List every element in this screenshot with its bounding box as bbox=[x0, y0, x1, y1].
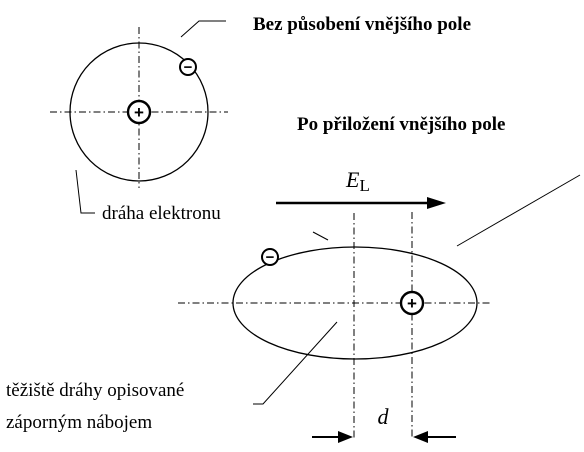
right-arrowhead bbox=[413, 431, 428, 443]
field-subscript: L bbox=[359, 176, 369, 195]
label-centroid-line2: záporným nábojem bbox=[6, 412, 152, 433]
left-arrowhead bbox=[338, 431, 353, 443]
electron-minus-sign: − bbox=[184, 59, 193, 76]
label-centroid-line1: těžiště dráhy opisované bbox=[6, 380, 184, 401]
electron-minus-sign-lower: − bbox=[266, 249, 275, 266]
electron-charge: − bbox=[179, 58, 197, 76]
label-displacement: d bbox=[378, 404, 390, 429]
title-without-field: Bez působení vnějšího pole bbox=[253, 14, 471, 35]
nucleus-charge-displaced: + bbox=[399, 290, 425, 316]
atom-without-field: + − bbox=[50, 20, 228, 214]
field-symbol: E bbox=[345, 167, 360, 192]
external-field-arrow bbox=[276, 197, 446, 209]
nucleus-plus-sign-displaced: + bbox=[407, 294, 417, 313]
leader-line-electron-path-lower bbox=[312, 231, 329, 241]
leader-line-electron-path bbox=[75, 169, 95, 214]
label-electron-path: dráha elektronu bbox=[102, 203, 221, 224]
atom-with-field: + − bbox=[178, 174, 581, 438]
nucleus-charge: + bbox=[126, 99, 152, 125]
leader-line-top bbox=[180, 20, 226, 38]
title-with-field: Po přiložení vnějšího pole bbox=[297, 114, 505, 135]
field-label: EL bbox=[345, 167, 370, 195]
leader-line-centroid bbox=[253, 321, 338, 405]
displacement-dimension bbox=[312, 431, 456, 443]
leader-line-ellipse bbox=[456, 174, 581, 247]
electron-charge-lower: − bbox=[261, 248, 279, 266]
nucleus-plus-sign: + bbox=[134, 103, 144, 122]
